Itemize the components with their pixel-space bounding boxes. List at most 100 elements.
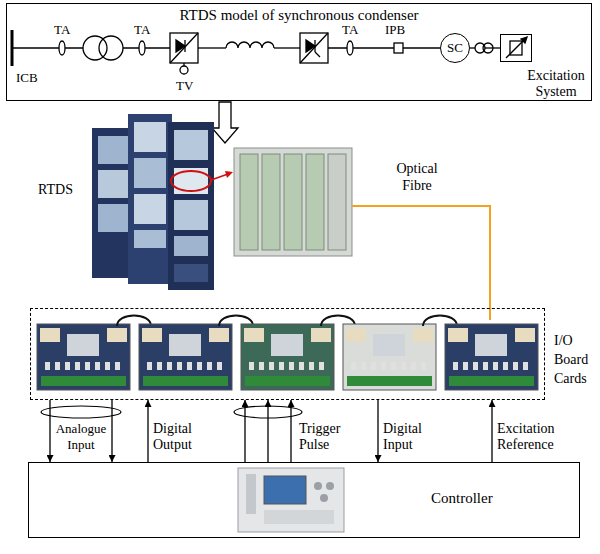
board-component bbox=[105, 362, 110, 370]
board-chip bbox=[169, 334, 201, 356]
ct-name: TA bbox=[134, 22, 150, 38]
rack-module bbox=[306, 154, 324, 250]
model-frame: RTDS model of synchronous condenserSC Exc… bbox=[6, 3, 592, 101]
wire bbox=[274, 47, 300, 48]
board-component bbox=[483, 362, 488, 370]
variable-arrow bbox=[506, 37, 527, 58]
board-component bbox=[371, 362, 376, 370]
node-text: I/O Board Cards bbox=[554, 331, 598, 388]
thyristor-symbol bbox=[306, 40, 315, 52]
board-connector bbox=[413, 328, 433, 342]
board-component bbox=[177, 362, 182, 370]
terminal-strip bbox=[143, 376, 228, 386]
signal-connector bbox=[147, 400, 148, 462]
cabinet-panel bbox=[98, 170, 128, 198]
device-front bbox=[238, 468, 344, 532]
board-component bbox=[381, 362, 386, 370]
node-text: Excitation System bbox=[521, 68, 591, 100]
wire bbox=[12, 47, 83, 48]
rack-module bbox=[284, 154, 302, 250]
controller-box: Controller bbox=[28, 462, 580, 538]
cabinet bbox=[168, 122, 214, 290]
cabinet-panel bbox=[134, 122, 166, 152]
board-component bbox=[167, 362, 172, 370]
board-component bbox=[299, 362, 304, 370]
board-component bbox=[309, 362, 314, 370]
signal-label: Digital Output bbox=[153, 421, 213, 453]
signal-connector bbox=[290, 400, 291, 462]
vt-name: TV bbox=[176, 78, 193, 94]
board-connector bbox=[448, 328, 468, 342]
rack-frame bbox=[234, 148, 352, 256]
transformer-winding bbox=[83, 36, 107, 60]
rectifier-box bbox=[170, 33, 198, 63]
rectifier-diagonal bbox=[170, 33, 198, 63]
board-component bbox=[157, 362, 162, 370]
excitation-box: Excitation System bbox=[500, 34, 532, 62]
device-screen bbox=[264, 476, 306, 504]
board-card bbox=[37, 324, 130, 390]
board-component bbox=[207, 362, 212, 370]
board-component bbox=[391, 362, 396, 370]
cabinet-panel bbox=[174, 264, 208, 282]
board-card bbox=[241, 324, 334, 390]
board-connector bbox=[107, 328, 127, 342]
board-card bbox=[139, 324, 232, 390]
transformer-winding bbox=[99, 36, 123, 60]
board-connector bbox=[142, 328, 162, 342]
node-text: SC bbox=[441, 40, 469, 56]
cabinet bbox=[128, 114, 172, 284]
rtds-cabinets bbox=[92, 114, 233, 290]
cabinet-panel bbox=[98, 204, 128, 232]
bundle-ring bbox=[41, 406, 121, 418]
board-connector bbox=[244, 328, 264, 342]
board-component bbox=[55, 362, 60, 370]
board-component bbox=[95, 362, 100, 370]
board-component bbox=[85, 362, 90, 370]
rack-module bbox=[240, 154, 258, 250]
signal-label: Trigger Pulse bbox=[299, 421, 353, 453]
bundle-ring bbox=[234, 406, 302, 418]
board-chip bbox=[67, 334, 99, 356]
node-text: Controller bbox=[431, 490, 541, 507]
device-name: RTDS bbox=[38, 182, 73, 198]
machine-circle: SC bbox=[440, 33, 470, 63]
board-connector bbox=[209, 328, 229, 342]
cabinet bbox=[92, 128, 134, 278]
rack-module bbox=[262, 154, 280, 250]
board-component bbox=[411, 362, 416, 370]
board-component bbox=[421, 362, 426, 370]
variable-arrow-head bbox=[521, 37, 527, 43]
board-connector bbox=[515, 328, 535, 342]
current-transformer bbox=[59, 41, 65, 55]
node-text: RTDS model of synchronous condenser bbox=[7, 7, 591, 24]
diode-symbol bbox=[176, 40, 185, 52]
board-card bbox=[445, 324, 538, 390]
board-component bbox=[513, 362, 518, 370]
device-button bbox=[314, 482, 322, 490]
terminal-strip bbox=[41, 376, 126, 386]
breaker-name: ICB bbox=[16, 70, 38, 86]
thyristor-bar bbox=[314, 40, 315, 52]
highlight-ring bbox=[171, 171, 211, 191]
board-chip bbox=[475, 334, 507, 356]
board-component bbox=[493, 362, 498, 370]
board-component bbox=[259, 362, 264, 370]
pointer-arrow-head bbox=[225, 171, 233, 178]
board-chip bbox=[271, 334, 303, 356]
pointer-arrow bbox=[211, 174, 228, 180]
device-button bbox=[320, 494, 328, 502]
board-component bbox=[473, 362, 478, 370]
diode-bar bbox=[184, 40, 185, 52]
inverter-diagonal bbox=[300, 33, 328, 63]
board-component bbox=[351, 362, 356, 370]
wire bbox=[198, 47, 226, 48]
cabinet-panel bbox=[174, 236, 208, 256]
signal-label: Excitation Reference bbox=[497, 421, 573, 453]
device-leds bbox=[246, 474, 256, 514]
inverter-box bbox=[300, 33, 328, 63]
wire bbox=[328, 47, 440, 48]
board-component bbox=[401, 362, 406, 370]
